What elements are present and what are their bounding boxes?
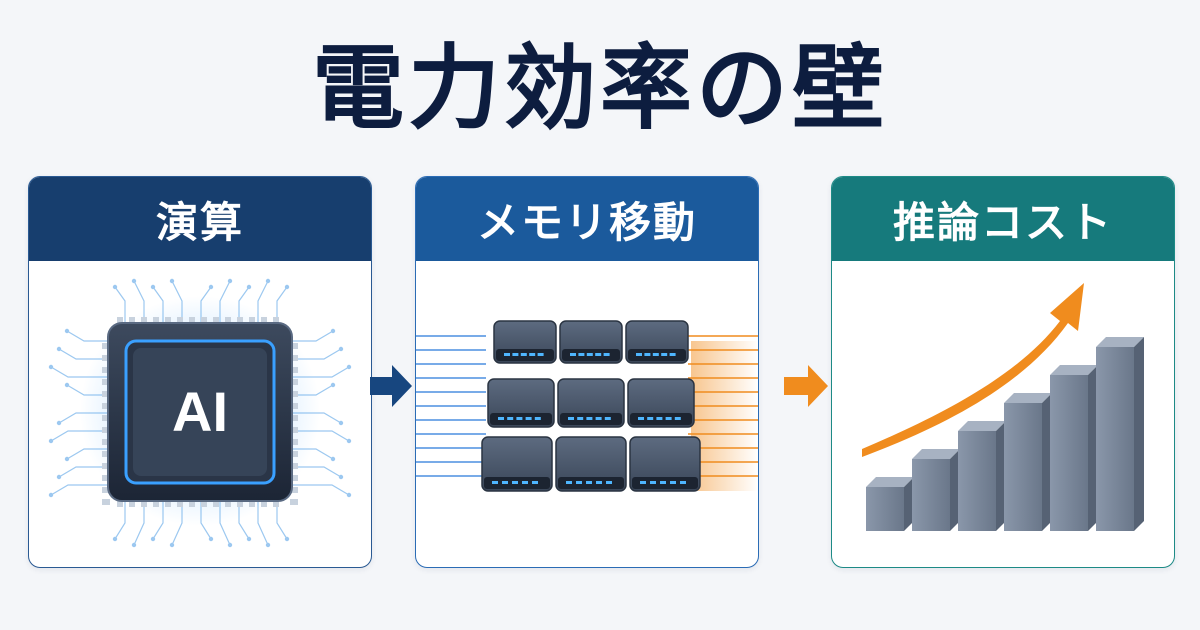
panel-compute-header: 演算 [29,177,371,261]
chip-label: AI [172,380,228,443]
panel-inference-cost: 推論コスト [831,176,1175,568]
memory-module [555,436,627,492]
memory-module [557,378,625,428]
page-title: 電力効率の壁 [311,35,888,142]
cost-bar [866,477,914,531]
panel-inference-cost-header: 推論コスト [832,177,1174,261]
cost-bar [1004,393,1052,531]
memory-module [625,320,689,364]
cost-bar [1050,365,1098,531]
panel-inference-cost-body [832,261,1174,567]
panel-memory: メモリ移動 [415,176,759,568]
memory-module [487,378,555,428]
memory-module [629,436,701,492]
memory-module [493,320,557,364]
memory-module [559,320,623,364]
cost-bar [958,421,1006,531]
ai-chip-icon: AI [48,278,352,548]
cost-bar [912,449,960,531]
right-arrow-icon [370,365,412,407]
data-lines-blue [416,335,486,477]
memory-module [627,378,695,428]
trend-arrow [862,283,1084,457]
memory-module-grid-icon [416,320,758,492]
panel-memory-header: メモリ移動 [416,177,758,261]
cost-bar [1096,337,1144,531]
panel-memory-body [416,261,758,567]
rising-cost-chart-icon [862,283,1144,531]
panel-compute: 演算 AI [28,176,372,568]
memory-modules [481,320,701,492]
cost-bars [866,337,1144,531]
chip-pins [102,317,298,507]
right-arrow-icon [784,365,828,407]
memory-module [481,436,553,492]
panel-compute-body: AI [29,261,371,567]
